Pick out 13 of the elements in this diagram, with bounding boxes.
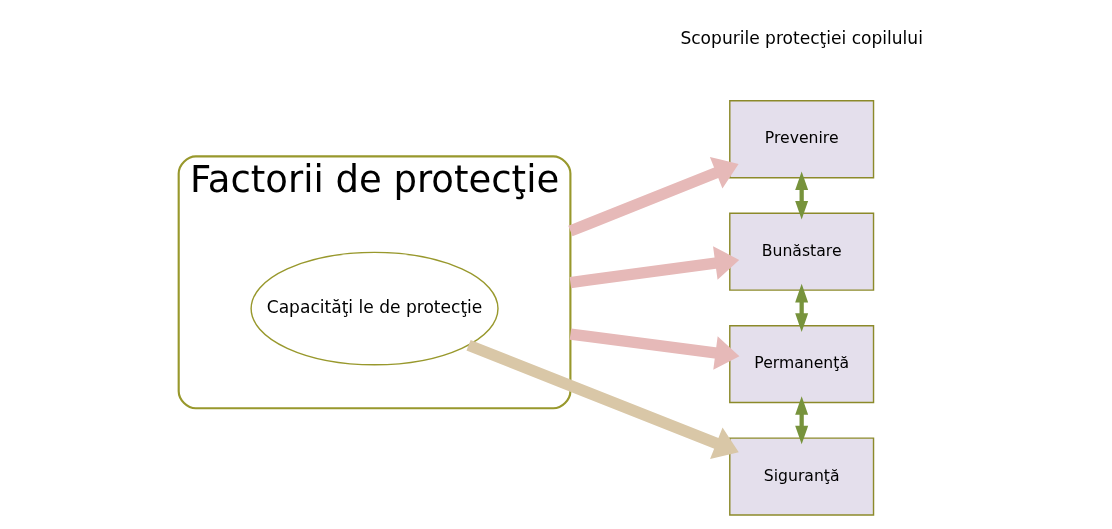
arrow	[569, 328, 740, 370]
arrow	[568, 157, 739, 237]
node-box: Permanenţă	[729, 325, 875, 404]
arrow	[795, 283, 809, 332]
arrow	[795, 396, 809, 445]
node-ellipse: Capacităţi le de protecţie	[250, 251, 499, 366]
label: Scopurile protecţiei copilului	[680, 28, 923, 49]
node-box: Siguranţă	[729, 437, 875, 516]
node-box: Prevenire	[729, 100, 875, 179]
node-box: Bunăstare	[729, 212, 875, 291]
arrow	[795, 171, 809, 220]
arrow	[466, 339, 739, 460]
arrow	[569, 246, 740, 289]
